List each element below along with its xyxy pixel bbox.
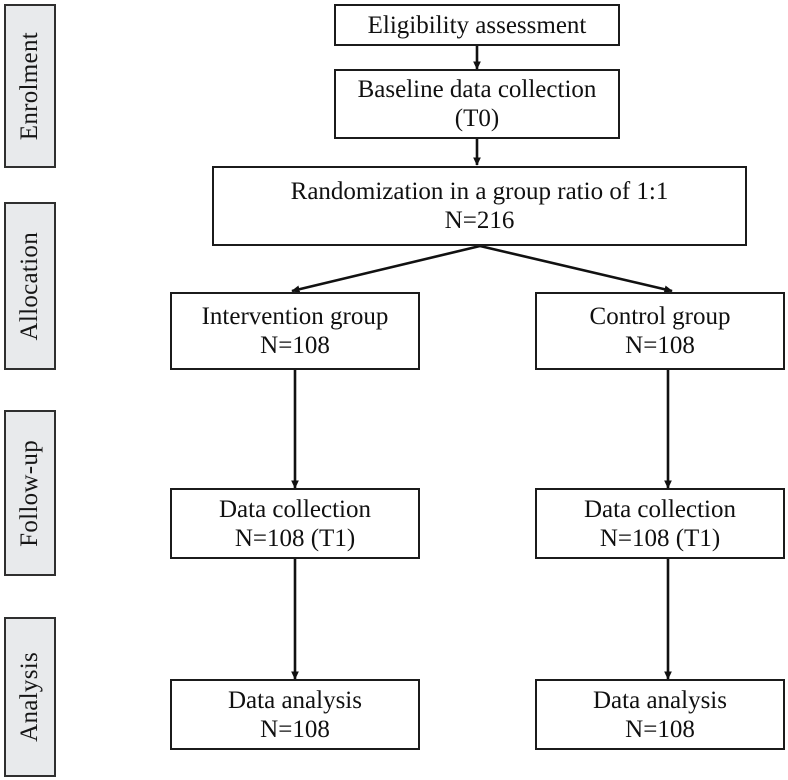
stage-label-follow-up: Follow-up (4, 410, 56, 576)
node-baseline-data-collection: Baseline data collection (T0) (334, 69, 620, 139)
node-data-analysis-control: Data analysis N=108 (535, 679, 785, 750)
connector-randomization-to-intervention (291, 244, 481, 294)
node-baseline-data-collection-line2: (T0) (454, 105, 500, 132)
node-data-analysis-control-line2: N=108 (625, 715, 695, 743)
node-baseline-data-collection-line1: Baseline data collection (357, 76, 597, 103)
node-intervention-group-line2: N=108 (260, 332, 330, 359)
stage-label-follow-up-text: Follow-up (16, 439, 43, 547)
node-control-group: Control group N=108 (535, 292, 785, 370)
node-eligibility-assessment: Eligibility assessment (334, 4, 620, 46)
node-control-group-line2: N=108 (625, 332, 695, 359)
connector-randomization-to-control (479, 244, 673, 294)
node-data-collection-control: Data collection N=108 (T1) (535, 488, 785, 559)
node-data-collection-control-line2: N=108 (T1) (599, 524, 721, 552)
stage-label-enrolment: Enrolment (4, 4, 56, 168)
node-data-analysis-intervention-line2: N=108 (260, 715, 330, 743)
node-eligibility-assessment-line1: Eligibility assessment (367, 11, 587, 39)
node-data-collection-intervention-line2: N=108 (T1) (234, 524, 356, 552)
stage-label-enrolment-text: Enrolment (16, 31, 43, 141)
node-data-analysis-intervention: Data analysis N=108 (170, 679, 420, 750)
stage-label-allocation-text: Allocation (16, 231, 43, 341)
node-randomization: Randomization in a group ratio of 1:1 N=… (212, 166, 747, 246)
stage-label-analysis-text: Analysis (16, 652, 43, 742)
node-randomization-line1: Randomization in a group ratio of 1:1 (290, 178, 669, 205)
node-randomization-line2: N=216 (444, 207, 515, 234)
stage-label-allocation: Allocation (4, 202, 56, 370)
stage-label-analysis: Analysis (4, 617, 56, 777)
node-data-collection-intervention: Data collection N=108 (T1) (170, 488, 420, 559)
node-intervention-group: Intervention group N=108 (170, 292, 420, 370)
node-data-collection-control-line1: Data collection (583, 495, 736, 523)
node-control-group-line1: Control group (589, 303, 731, 330)
node-intervention-group-line1: Intervention group (201, 303, 389, 330)
node-data-analysis-control-line1: Data analysis (593, 686, 727, 714)
node-data-collection-intervention-line1: Data collection (218, 495, 371, 523)
node-data-analysis-intervention-line1: Data analysis (228, 686, 362, 714)
